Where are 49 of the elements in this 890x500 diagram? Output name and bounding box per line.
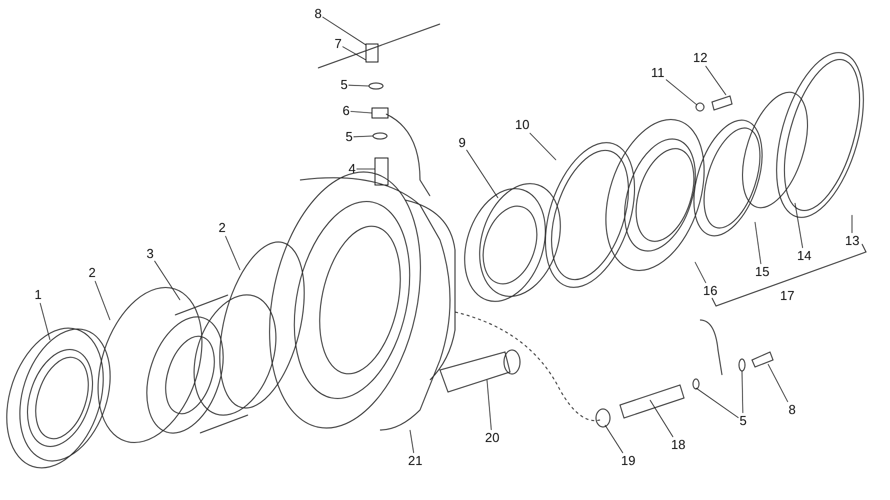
callout-number: 5 xyxy=(346,130,353,144)
callout-number: 14 xyxy=(797,249,812,263)
leader-line xyxy=(348,84,370,86)
leader-line xyxy=(353,136,374,138)
callout-number: 5 xyxy=(340,78,348,92)
leader-line xyxy=(350,110,372,114)
leader-line xyxy=(225,236,240,270)
leader-line xyxy=(604,424,624,454)
callout-number: 4 xyxy=(348,162,356,176)
callout-number: 15 xyxy=(755,265,770,279)
leader-line xyxy=(650,400,674,438)
callout-number: 16 xyxy=(703,284,718,298)
callout-number: 6 xyxy=(342,104,350,118)
callout-number: 8 xyxy=(314,7,322,21)
callout-number: 12 xyxy=(693,51,708,65)
leader-line xyxy=(94,280,110,320)
callout-number: 17 xyxy=(780,289,794,303)
leader-line xyxy=(666,79,698,106)
leader-line xyxy=(410,430,414,454)
leader-line xyxy=(694,262,706,284)
callout-number: 7 xyxy=(334,37,342,51)
callout-number: 19 xyxy=(621,454,636,468)
callout-number: 13 xyxy=(845,234,860,248)
callout-number: 21 xyxy=(408,454,422,468)
leader-line xyxy=(529,132,556,160)
callout-number: 5 xyxy=(740,414,747,428)
callout-number: 1 xyxy=(34,288,42,302)
callout-number: 11 xyxy=(651,66,664,80)
leader-line xyxy=(466,149,498,198)
leader-line xyxy=(40,302,50,340)
leader-line xyxy=(154,260,180,300)
callout-number: 9 xyxy=(458,136,466,150)
leader-line xyxy=(486,380,492,430)
leader-line xyxy=(696,388,739,418)
leader-line xyxy=(322,16,366,46)
leader-line xyxy=(356,168,376,170)
callout-number: 20 xyxy=(485,431,500,445)
callout-number: 2 xyxy=(218,221,226,235)
leader-line xyxy=(754,222,762,264)
callout-number: 8 xyxy=(788,403,796,417)
leader-line xyxy=(342,46,366,60)
leader-line xyxy=(794,202,804,248)
callout-number: 10 xyxy=(515,118,530,132)
callout-number: 2 xyxy=(88,266,96,280)
leader-line xyxy=(742,370,744,414)
callout-number: 3 xyxy=(146,247,154,261)
leader-line xyxy=(705,66,726,96)
leader-line xyxy=(768,364,788,402)
callout-number: 18 xyxy=(671,438,686,452)
